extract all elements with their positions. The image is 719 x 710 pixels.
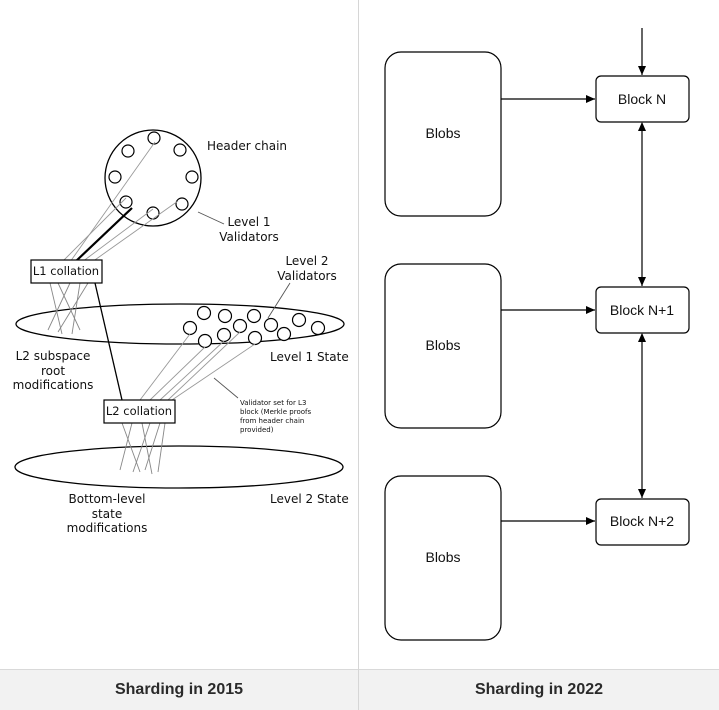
level1-validators-label-line2: Validators [219, 230, 279, 244]
level1-state-ellipse [15, 303, 345, 345]
block-n1-label: Block N+1 [610, 302, 674, 318]
blob-label-1: Blobs [425, 125, 460, 141]
l2-collation-fan [119, 422, 166, 475]
validator-set-label-line4: provided) [240, 426, 274, 434]
caption-2015: Sharding in 2015 [0, 669, 358, 710]
level2-state-label: Level 2 State [270, 492, 349, 506]
header-chain-nodes [108, 131, 199, 220]
sharding-2022-diagram: Blobs Blobs Blobs Block N Block N+1 Bloc… [384, 28, 690, 641]
validator-set-label-line2: block (Merkle proofs [240, 408, 311, 416]
blob-box-3 [384, 475, 502, 641]
header-node [185, 170, 199, 184]
sharding-2015-diagram: Header chain Level 1 Validators Level 2 … [13, 129, 349, 535]
l2-subspace-label-line1: L2 subspace [16, 349, 91, 363]
block-n-label: Block N [618, 91, 666, 107]
l1-collation-box [30, 259, 103, 284]
level2-validators-label-line2: Validators [277, 269, 337, 283]
level2-validators-pointer [267, 282, 291, 319]
l1-collation-label: L1 collation [33, 264, 99, 278]
block-n2-label: Block N+2 [610, 513, 674, 529]
bottom-level-label-line1: Bottom-level [69, 492, 146, 506]
l2-collation-box [103, 399, 176, 424]
header-to-l1-link [74, 207, 133, 263]
level2-validators-label-line1: Level 2 [285, 254, 328, 268]
sharding-2015-panel: Header chain Level 1 Validators Level 2 … [0, 0, 359, 710]
header-node [173, 143, 187, 157]
l2-collation-label: L2 collation [106, 404, 172, 418]
validator-set-pointer [213, 377, 239, 399]
l1-to-l2-link [94, 282, 123, 401]
header-chain-circle [104, 129, 202, 227]
bottom-level-label-line3: modifications [67, 521, 148, 535]
header-node [108, 170, 122, 184]
level2-validator-lines [139, 331, 256, 401]
block-box-n2 [595, 498, 690, 546]
level1-state-nodes [182, 305, 326, 349]
caption-2022: Sharding in 2022 [359, 669, 719, 710]
blob-label-3: Blobs [425, 549, 460, 565]
l2-subspace-label-line3: modifications [13, 378, 94, 392]
header-node [147, 131, 161, 145]
blob-box-1 [384, 51, 502, 217]
validator-set-label-line1: Validator set for L3 [240, 399, 306, 407]
header-node [119, 195, 133, 209]
header-node [146, 206, 160, 220]
bottom-level-label-line2: state [92, 507, 122, 521]
l1-collation-fan [47, 282, 89, 335]
l2-subspace-label-line2: root [41, 364, 65, 378]
level1-validator-lines [61, 141, 179, 263]
header-chain-label: Header chain [207, 139, 287, 153]
header-node [175, 197, 189, 211]
level1-validators-label-line1: Level 1 [227, 215, 270, 229]
level1-validators-pointer [197, 211, 225, 225]
sharding-2022-panel: Blobs Blobs Blobs Block N Block N+1 Bloc… [359, 0, 719, 710]
level2-state-ellipse [14, 445, 344, 489]
blob-label-2: Blobs [425, 337, 460, 353]
blob-box-2 [384, 263, 502, 429]
validator-set-label-line3: from header chain [240, 417, 304, 425]
header-node [121, 144, 135, 158]
level1-state-label: Level 1 State [270, 350, 349, 364]
